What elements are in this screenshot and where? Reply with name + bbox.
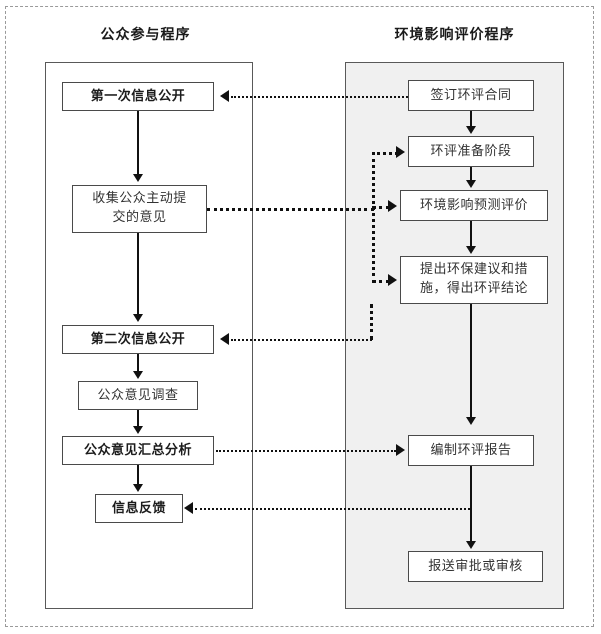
flow-r1-r2-head bbox=[466, 126, 476, 134]
flow-l3-l4-line bbox=[137, 354, 139, 371]
flow-l4-l5-head bbox=[133, 426, 143, 434]
flow-l1-l2-line bbox=[137, 111, 139, 174]
node-first-info-disclosure[interactable]: 第一次信息公开 bbox=[62, 82, 214, 111]
connector-analysis-to-report-head bbox=[396, 444, 405, 456]
node-submit-for-approval[interactable]: 报送审批或审核 bbox=[408, 551, 543, 582]
connector-opinions-to-recommendations-line bbox=[372, 280, 390, 283]
node-public-opinion-analysis[interactable]: 公众意见汇总分析 bbox=[62, 436, 214, 465]
flow-l2-l3-head bbox=[133, 314, 143, 322]
connector-conclusion-to-second-disclosure-riser bbox=[370, 304, 373, 340]
flow-l5-l6-head bbox=[133, 484, 143, 492]
flow-l2-l3-line bbox=[137, 233, 139, 314]
connector-report-to-feedback-line bbox=[195, 508, 470, 510]
node-environmental-recommendations-conclusion[interactable]: 提出环保建议和措 施，得出环评结论 bbox=[400, 256, 548, 304]
connector-opinions-to-prediction-head bbox=[388, 200, 397, 212]
outer-dashed-frame bbox=[5, 6, 594, 627]
node-collect-public-opinions-line2: 交的意见 bbox=[112, 210, 167, 225]
flow-r3-r4-line bbox=[470, 221, 472, 246]
connector-opinions-riser bbox=[372, 152, 375, 283]
connector-opinions-to-preparation-head bbox=[396, 146, 405, 158]
flow-l3-l4-head bbox=[133, 371, 143, 379]
connector-opinions-to-preparation-line bbox=[372, 152, 398, 155]
node-eia-preparation-stage[interactable]: 环评准备阶段 bbox=[408, 136, 534, 167]
flow-l5-l6-line bbox=[137, 465, 139, 484]
column-title-public-participation: 公众参与程序 bbox=[100, 27, 191, 43]
node-recommendations-line1: 提出环保建议和措 bbox=[419, 262, 528, 278]
flow-r2-r3-head bbox=[466, 180, 476, 188]
node-second-info-disclosure[interactable]: 第二次信息公开 bbox=[62, 325, 214, 354]
flow-r4-r5-line bbox=[470, 304, 472, 417]
flow-r5-r6-line bbox=[470, 466, 472, 541]
node-sign-eia-contract[interactable]: 签订环评合同 bbox=[408, 80, 534, 111]
flow-r2-r3-line bbox=[470, 167, 472, 180]
connector-contract-to-first-disclosure-line bbox=[231, 96, 408, 98]
node-information-feedback[interactable]: 信息反馈 bbox=[95, 494, 183, 523]
node-environmental-impact-prediction[interactable]: 环境影响预测评价 bbox=[400, 190, 548, 221]
connector-conclusion-to-second-disclosure-head bbox=[220, 333, 229, 345]
node-recommendations-line2: 施，得出环评结论 bbox=[419, 281, 528, 296]
flow-r1-r2-line bbox=[470, 111, 472, 126]
flow-r3-r4-head bbox=[466, 246, 476, 254]
flow-l1-l2-head bbox=[133, 174, 143, 182]
connector-conclusion-to-second-disclosure-line bbox=[231, 339, 372, 341]
connector-opinions-trunk bbox=[207, 208, 374, 211]
flow-r4-r5-head bbox=[466, 417, 476, 425]
flow-r5-r6-head bbox=[466, 541, 476, 549]
node-public-opinion-survey[interactable]: 公众意见调查 bbox=[78, 381, 198, 410]
connector-opinions-to-prediction-line bbox=[372, 206, 390, 209]
flow-l4-l5-line bbox=[137, 410, 139, 426]
connector-analysis-to-report-line bbox=[216, 450, 396, 452]
node-collect-public-opinions[interactable]: 收集公众主动提 交的意见 bbox=[72, 185, 207, 233]
node-collect-public-opinions-line1: 收集公众主动提 bbox=[92, 191, 187, 207]
node-compile-eia-report[interactable]: 编制环评报告 bbox=[408, 435, 534, 466]
connector-opinions-to-recommendations-head bbox=[388, 274, 397, 286]
connector-report-to-feedback-head bbox=[184, 502, 193, 514]
connector-contract-to-first-disclosure-head bbox=[220, 90, 229, 102]
column-title-eia-procedure: 环境影响评价程序 bbox=[394, 27, 515, 43]
